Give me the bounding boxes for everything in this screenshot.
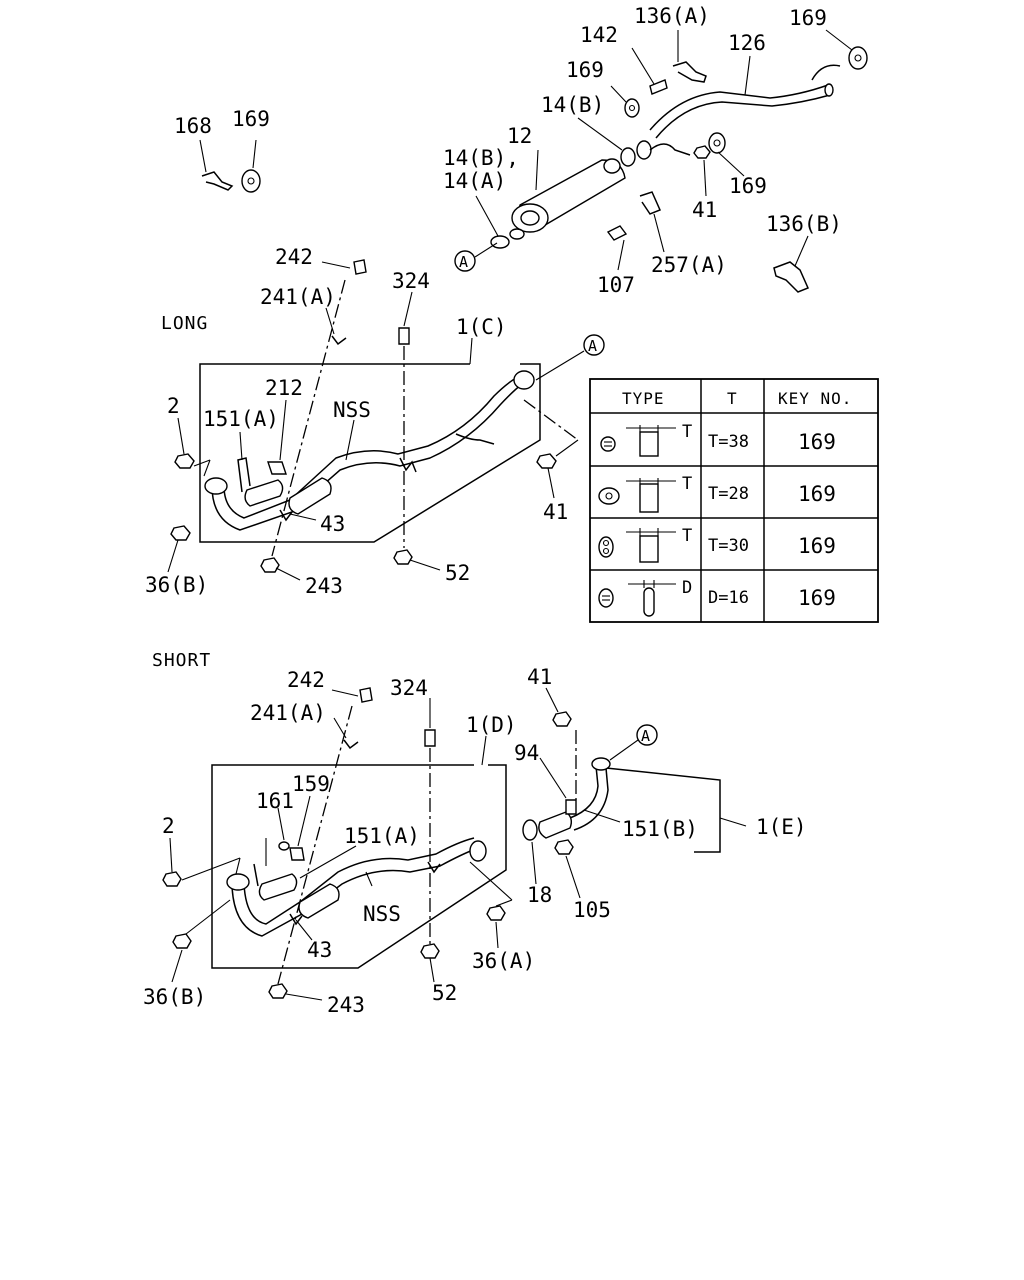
label-242-long: 242 bbox=[275, 245, 313, 269]
table-row-t: T=30 bbox=[708, 536, 749, 556]
label-151b: 151(B) bbox=[622, 817, 698, 841]
section-short-title: SHORT bbox=[152, 650, 211, 671]
label-36a: 36(A) bbox=[472, 949, 535, 973]
label-243-long: 243 bbox=[305, 574, 343, 598]
short-assembly: SHORT bbox=[143, 650, 807, 1017]
label-142: 142 bbox=[580, 23, 618, 47]
label-241a-long: 241(A) bbox=[260, 285, 336, 309]
table-row-key: 169 bbox=[798, 482, 836, 506]
label-107: 107 bbox=[597, 273, 635, 297]
table-row-t: T=38 bbox=[708, 432, 749, 452]
callout-a-top: A bbox=[459, 253, 468, 271]
table-row-dim: T bbox=[682, 474, 692, 494]
table-row-key: 169 bbox=[798, 586, 836, 610]
label-2-long: 2 bbox=[167, 394, 180, 418]
label-1e: 1(E) bbox=[756, 815, 807, 839]
label-14b-comma: 14(B), bbox=[443, 146, 519, 170]
label-241a-short: 241(A) bbox=[250, 701, 326, 725]
label-52-short: 52 bbox=[432, 981, 457, 1005]
hanger-rubber-169-top bbox=[848, 46, 868, 70]
label-43-short: 43 bbox=[307, 938, 332, 962]
table-row-key: 169 bbox=[798, 430, 836, 454]
label-52-long: 52 bbox=[445, 561, 470, 585]
label-43-long: 43 bbox=[320, 512, 345, 536]
label-151a-short: 151(A) bbox=[344, 824, 420, 848]
label-243-short: 243 bbox=[327, 993, 365, 1017]
table-row-key: 169 bbox=[798, 534, 836, 558]
hanger-rubber-169-mid bbox=[624, 98, 640, 118]
label-169-mid: 169 bbox=[566, 58, 604, 82]
label-1c: 1(C) bbox=[456, 315, 507, 339]
label-2-short: 2 bbox=[162, 814, 175, 838]
label-14a: 14(A) bbox=[443, 169, 506, 193]
label-169-left: 169 bbox=[232, 107, 270, 131]
table-header-type: TYPE bbox=[622, 389, 665, 408]
long-assembly: LONG bbox=[145, 245, 605, 598]
label-212: 212 bbox=[265, 376, 303, 400]
label-324-long: 324 bbox=[392, 269, 430, 293]
label-242-short: 242 bbox=[287, 668, 325, 692]
label-168: 168 bbox=[174, 114, 212, 138]
table-row: T T=28 169 bbox=[598, 474, 836, 513]
table-row-dim: T bbox=[682, 422, 692, 442]
label-169-top-right: 169 bbox=[789, 6, 827, 30]
label-94: 94 bbox=[514, 741, 539, 765]
section-long-title: LONG bbox=[161, 313, 208, 334]
table-header-t: T bbox=[727, 389, 738, 408]
label-257a: 257(A) bbox=[651, 253, 727, 277]
label-161: 161 bbox=[256, 789, 294, 813]
table-header-key: KEY NO. bbox=[778, 389, 852, 408]
label-36b-short: 36(B) bbox=[143, 985, 206, 1009]
label-136a: 136(A) bbox=[634, 4, 710, 28]
label-36b-long: 36(B) bbox=[145, 573, 208, 597]
label-136b: 136(B) bbox=[766, 212, 842, 236]
table-row-dim: T bbox=[682, 526, 692, 546]
callout-a-short: A bbox=[641, 727, 650, 745]
label-18: 18 bbox=[527, 883, 552, 907]
table-row: D D=16 169 bbox=[598, 578, 836, 617]
table-row: T T=30 169 bbox=[598, 526, 836, 563]
table-row-t: T=28 bbox=[708, 484, 749, 504]
label-324-short: 324 bbox=[390, 676, 428, 700]
label-1d: 1(D) bbox=[466, 713, 517, 737]
label-169-right: 169 bbox=[729, 174, 767, 198]
hanger-rubber-169-left bbox=[241, 169, 261, 193]
hanger-rubber-169-right bbox=[708, 132, 726, 154]
label-126: 126 bbox=[728, 31, 766, 55]
label-41-top: 41 bbox=[692, 198, 717, 222]
label-159: 159 bbox=[292, 772, 330, 796]
label-nss-long: NSS bbox=[333, 398, 371, 422]
table-row: T T=38 169 bbox=[600, 422, 836, 457]
label-14b: 14(B) bbox=[541, 93, 604, 117]
rubber-type-table: TYPE T KEY NO. T T=38 169 T T=28 169 bbox=[589, 378, 879, 623]
callout-a-long: A bbox=[588, 337, 597, 355]
label-12: 12 bbox=[507, 124, 532, 148]
table-row-t: D=16 bbox=[708, 588, 749, 608]
label-nss-short: NSS bbox=[363, 902, 401, 926]
label-41-short: 41 bbox=[527, 665, 552, 689]
top-assembly: A 136(A) 169 142 126 169 168 169 14(B) 1… bbox=[174, 4, 868, 297]
label-105: 105 bbox=[573, 898, 611, 922]
table-row-dim: D bbox=[682, 578, 692, 598]
label-151a-long: 151(A) bbox=[203, 407, 279, 431]
label-41-long: 41 bbox=[543, 500, 568, 524]
